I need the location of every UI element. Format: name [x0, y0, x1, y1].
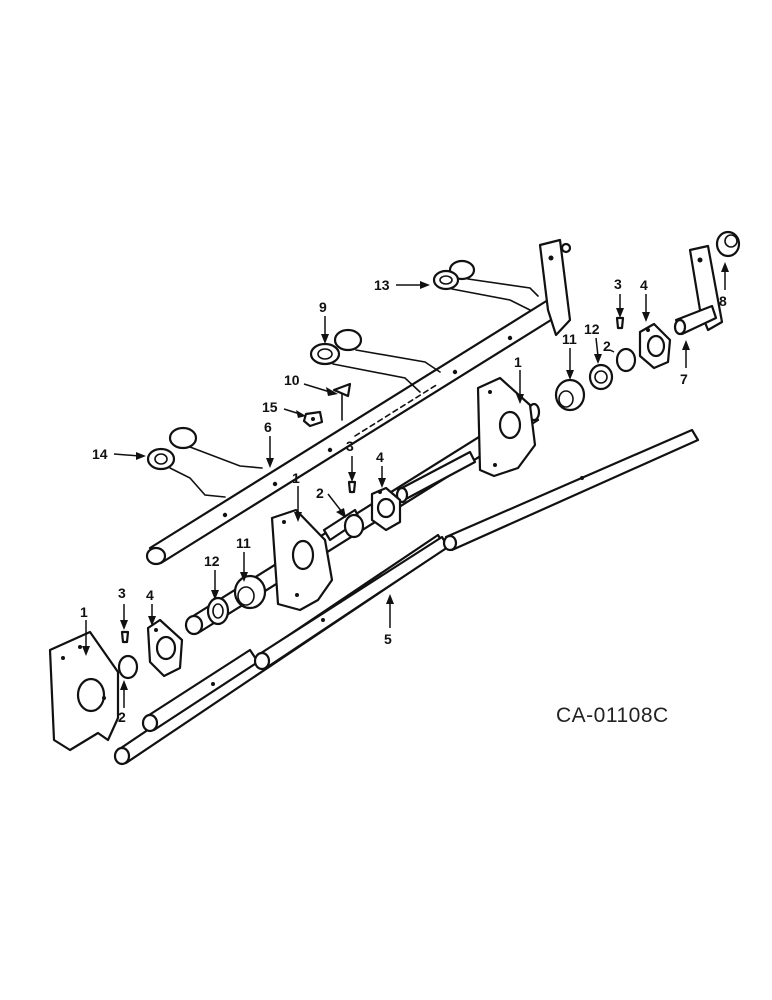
upper-tube-end-bracket	[538, 238, 572, 337]
set-screw-right	[615, 316, 625, 330]
callout-4c: 4	[640, 277, 648, 293]
callout-8: 8	[719, 293, 727, 309]
bolt	[332, 382, 352, 421]
callout-3b: 3	[346, 438, 354, 454]
callout-6: 6	[264, 419, 272, 435]
bearing-left	[233, 574, 267, 610]
nut	[302, 410, 324, 428]
side-plate-left	[48, 630, 120, 752]
callout-12a: 12	[204, 553, 220, 569]
collar-left	[117, 654, 139, 680]
callout-2b: 2	[316, 485, 324, 501]
callout-15: 15	[262, 399, 278, 415]
callout-14: 14	[92, 446, 108, 462]
crank-shaft	[673, 244, 724, 336]
callout-13: 13	[374, 277, 390, 293]
callout-1b: 1	[292, 470, 300, 486]
drawing-code: CA-01108C	[556, 704, 669, 727]
side-plate-right	[476, 376, 537, 478]
callout-11a: 11	[236, 535, 251, 551]
callout-2c: 2	[603, 338, 611, 354]
callout-10: 10	[284, 372, 300, 388]
callout-labels: 1 1 1 2 2 2 3 3 3 4 4 4 5 6 7 8 9 10 11 …	[80, 276, 727, 725]
callout-3c: 3	[614, 276, 622, 292]
spring-tine-upper	[432, 259, 539, 311]
collar-right	[615, 347, 637, 373]
callout-5: 5	[384, 631, 392, 647]
callout-4b: 4	[376, 449, 384, 465]
callout-3a: 3	[118, 585, 126, 601]
flange-bearing-right	[638, 322, 672, 370]
flange-bearing-middle	[370, 486, 402, 532]
set-screw-left	[120, 630, 130, 644]
callout-12b: 12	[584, 321, 600, 337]
collar-middle	[343, 513, 365, 539]
callout-1a: 1	[80, 604, 88, 620]
end-cap	[715, 230, 741, 258]
side-plate-middle	[270, 508, 334, 612]
spring-tine-middle	[309, 328, 441, 393]
spacer-left	[206, 596, 230, 626]
lower-shaft	[113, 428, 700, 766]
callout-4a: 4	[146, 587, 154, 603]
bearing-right	[554, 378, 586, 412]
callout-7: 7	[680, 371, 688, 387]
callout-11b: 11	[562, 331, 577, 347]
spacer-right	[588, 363, 614, 391]
callout-2a: 2	[118, 709, 126, 725]
callout-1c: 1	[514, 354, 522, 370]
set-screw-middle	[347, 480, 357, 494]
flange-bearing-left	[146, 618, 184, 678]
spring-tine-lower	[146, 426, 263, 498]
callout-9: 9	[319, 299, 327, 315]
callout-arrows	[82, 262, 729, 708]
